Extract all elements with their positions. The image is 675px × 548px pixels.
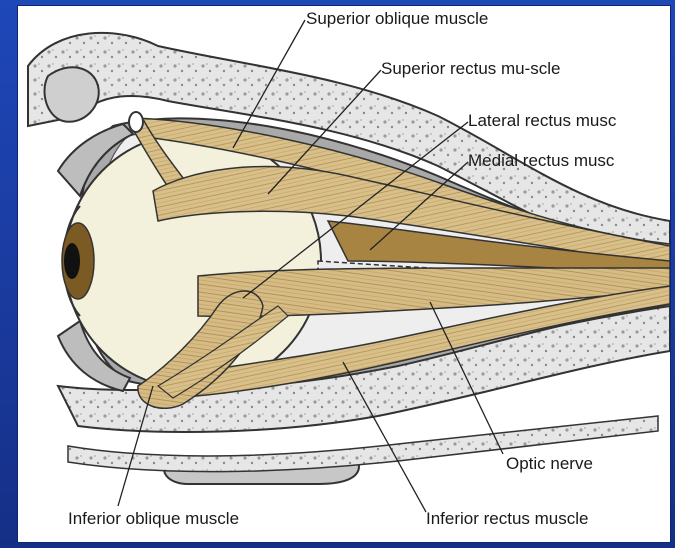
label-superior-oblique-muscle: Superior oblique muscle [306,9,488,29]
roof-sinus [44,67,98,121]
pupil [64,243,80,279]
label-lateral-rectus-muscle: Lateral rectus musc [468,111,616,131]
trochlea [129,112,143,132]
label-inferior-oblique-muscle: Inferior oblique muscle [68,509,239,529]
label-medial-rectus-muscle: Medial rectus musc [468,151,614,171]
label-inferior-rectus-muscle: Inferior rectus muscle [426,509,589,529]
diagram-panel: Superior oblique muscle Superior rectus … [18,6,670,542]
label-optic-nerve: Optic nerve [506,454,593,474]
label-superior-rectus-muscle: Superior rectus mu-scle [381,59,561,79]
